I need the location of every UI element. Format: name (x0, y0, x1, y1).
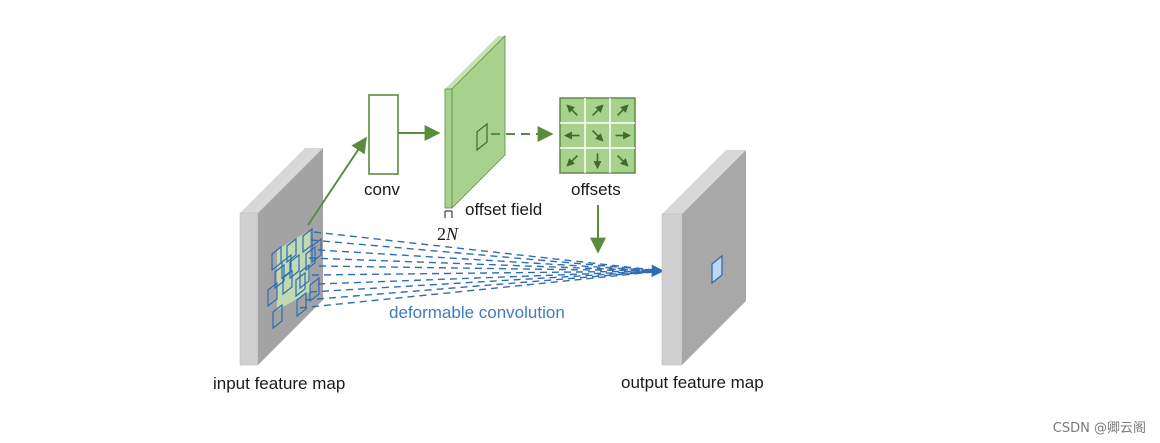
output-map-face (682, 150, 746, 365)
offset-arrow-icon (616, 104, 629, 117)
convolution-dashed-line (311, 270, 664, 276)
sample-cell (311, 237, 322, 264)
sample-cells (267, 227, 322, 330)
deformable-convolution-label: deformable convolution (389, 303, 565, 322)
convolution-dashed-line (313, 231, 664, 272)
sampled-region (277, 230, 310, 310)
offset-arrow-icon (566, 104, 579, 117)
offset-field-face (451, 35, 506, 209)
sample-cell (274, 263, 285, 290)
sample-cell (296, 291, 307, 318)
convolution-dashed-line (310, 239, 664, 272)
offsets-label: offsets (571, 180, 621, 199)
two-n-label: 2N (437, 224, 459, 244)
offset-arrow-icon (591, 129, 604, 142)
sample-cell (295, 271, 306, 298)
convolution-dashed-line (317, 249, 664, 272)
input-to-conv-arrow (307, 136, 367, 226)
sample-cell (299, 263, 310, 290)
convolution-dashed-line (317, 270, 664, 285)
output-feature-map-label: output feature map (621, 373, 764, 392)
deformable-convolution-lines (299, 231, 665, 309)
sample-cell (271, 245, 282, 272)
conv-box (368, 94, 399, 175)
sample-cell (282, 269, 293, 296)
conv-label: conv (364, 180, 400, 199)
two-n-bracket (444, 210, 453, 218)
offset-field-cell (476, 122, 488, 152)
convolution-dashed-line (318, 264, 665, 278)
sample-cell (272, 303, 283, 330)
convolution-dashed-line (304, 270, 664, 301)
input-map-top (240, 148, 323, 213)
input-feature-map-label: input feature map (213, 374, 345, 393)
offsets-grid (559, 97, 636, 174)
offset-arrow-icon (616, 154, 629, 167)
offset-arrow-icon (591, 104, 604, 117)
output-cell (711, 254, 723, 285)
offset-field-label: offset field (465, 200, 542, 219)
sample-cell (309, 276, 320, 303)
output-feature-map (661, 150, 746, 366)
sample-cell (281, 253, 292, 280)
offset-arrow-icon (566, 154, 579, 167)
offset-field-top (445, 36, 505, 89)
sample-cell (302, 227, 313, 254)
watermark: CSDN @卿云阁 (1053, 421, 1146, 436)
input-map-front (239, 212, 259, 366)
convolution-dashed-line (299, 270, 664, 309)
output-map-top (662, 150, 746, 214)
sample-cell (286, 237, 297, 264)
sampling-grid (267, 227, 322, 330)
offset-field (444, 35, 506, 209)
convolution-dashed-line (309, 270, 664, 293)
offset-field-front (444, 88, 453, 209)
sample-cell (267, 281, 278, 308)
output-map-front (661, 213, 683, 366)
